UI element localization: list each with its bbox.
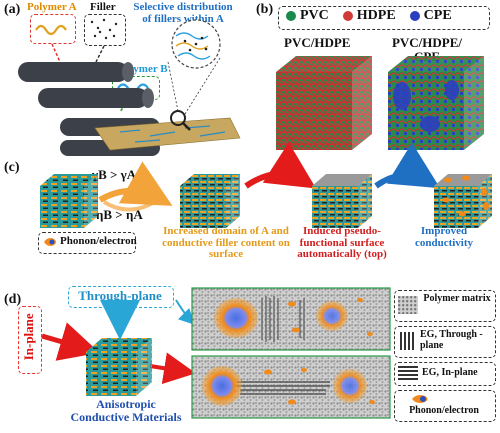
phonon-electron-label: Phonon/electron bbox=[60, 235, 137, 247]
polymer-b-label: Polymer B bbox=[118, 63, 168, 75]
cube-pseudo-functional bbox=[312, 174, 372, 228]
arrow-step2 bbox=[244, 142, 317, 189]
arrow-filler bbox=[95, 45, 105, 63]
legend-polymer-matrix-label: Polymer matrix bbox=[423, 293, 491, 304]
cube-initial bbox=[40, 174, 98, 228]
filler-box bbox=[84, 14, 126, 46]
hdpe-dot-icon bbox=[342, 11, 353, 21]
through-plane-curve bbox=[175, 299, 195, 325]
legend-phonon-label: Phonon/electron bbox=[409, 405, 479, 416]
legend-phonon-box bbox=[394, 390, 496, 422]
pvc-dot-icon bbox=[286, 11, 296, 21]
step1-label: Increased domain of A and conductive fil… bbox=[162, 225, 290, 261]
panel-b-tag: (b) bbox=[256, 2, 274, 17]
panel-b-legend bbox=[278, 6, 490, 30]
roller-top bbox=[18, 62, 134, 82]
in-plane-to-bottom bbox=[149, 352, 196, 385]
filler-label: Filler bbox=[90, 1, 116, 13]
arrow-step1 bbox=[98, 161, 173, 206]
cpe-dot-icon bbox=[409, 11, 420, 21]
phonon-electron-legend-icon bbox=[412, 395, 428, 403]
legend-hdpe: HDPE bbox=[342, 8, 396, 24]
phonon-electron-icon bbox=[44, 238, 56, 246]
selective-distribution-label: Selective distribution of fillers within… bbox=[133, 1, 233, 25]
step2-label: Induced pseudo-functional surface automa… bbox=[297, 225, 387, 261]
eg-through-plane-sheets bbox=[261, 296, 305, 342]
pvc-hdpe-title: PVC/HDPE bbox=[284, 35, 351, 50]
step3-label: Improved conductivity bbox=[414, 225, 474, 249]
anisotropic-label: Anisotropic Conductive Materials bbox=[70, 397, 182, 424]
through-plane-label: Through-plane bbox=[78, 288, 162, 303]
cube-improved bbox=[434, 174, 492, 228]
magnifier-handle bbox=[182, 122, 191, 131]
cube-increased-domain bbox=[180, 174, 240, 228]
panel-a-tag: (a) bbox=[4, 2, 21, 17]
legend-cpe: CPE bbox=[409, 8, 452, 24]
in-plane-simulation bbox=[191, 355, 391, 419]
legend-pvc: PVC bbox=[286, 8, 329, 24]
legend-eg-in-plane-label: EG, In-plane bbox=[422, 367, 478, 378]
panel-c-tag: (c) bbox=[4, 160, 20, 175]
anisotropic-cube bbox=[86, 338, 152, 396]
eg-in-plane-sheets bbox=[236, 381, 330, 395]
panel-a-drawing bbox=[18, 18, 241, 156]
panel-b-cubes bbox=[276, 56, 484, 150]
phonon-electron-box bbox=[38, 232, 136, 254]
legend-eg-through-label: EG, Through -plane bbox=[420, 329, 483, 351]
in-plane-box bbox=[18, 306, 42, 374]
in-plane-arrow bbox=[41, 322, 100, 361]
eg-in-plane-icon bbox=[398, 366, 418, 380]
eg-through-plane-icon bbox=[400, 332, 414, 350]
polymer-matrix-icon bbox=[398, 296, 418, 314]
pvc-hdpe-cpe-cube bbox=[388, 56, 484, 150]
panel-d-tag: (d) bbox=[4, 292, 22, 307]
arrow-step3 bbox=[374, 142, 441, 189]
zoom-content bbox=[175, 32, 211, 60]
arrow-polymer-a bbox=[51, 43, 61, 63]
filler-particles bbox=[90, 18, 118, 40]
polymer-a-chain bbox=[35, 24, 67, 36]
polymer-a-label: Polymer A bbox=[27, 1, 77, 13]
panel-c-drawing bbox=[40, 142, 492, 228]
panel-b-legend-items: PVC HDPE CPE bbox=[286, 8, 452, 24]
through-plane-simulation bbox=[191, 287, 391, 351]
roller-middle bbox=[38, 88, 154, 108]
pvc-hdpe-cube bbox=[276, 56, 372, 150]
